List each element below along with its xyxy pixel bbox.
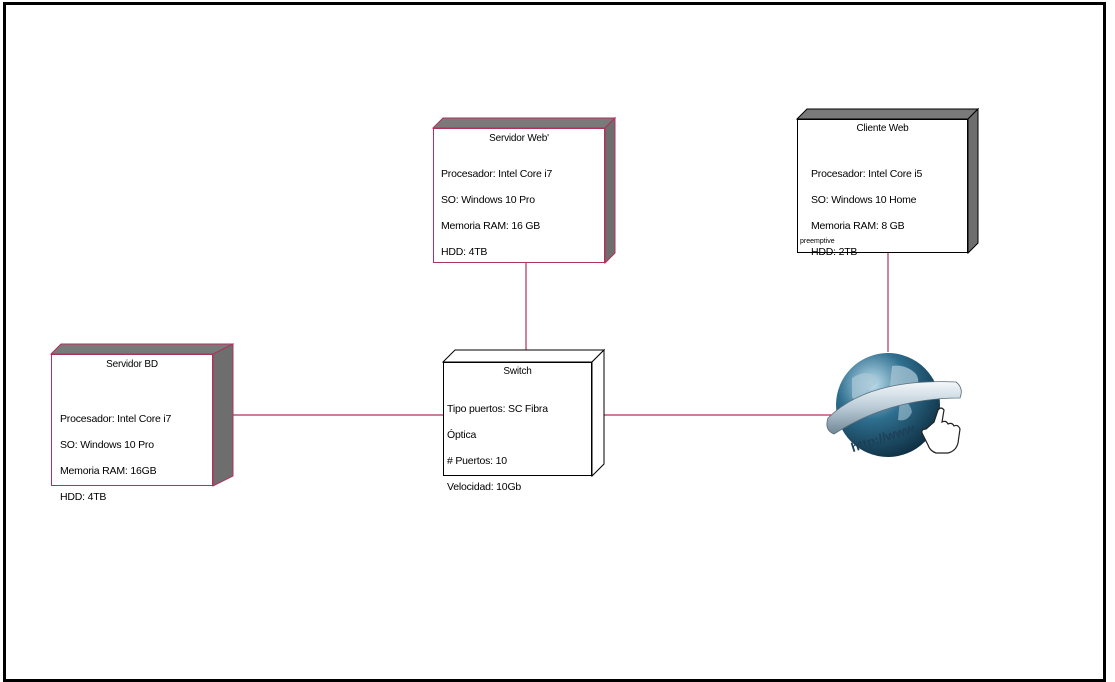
node-servidor-web: Servidor Web' Procesador: Intel Core i7 … (433, 128, 605, 263)
servidor-bd-top (49, 343, 235, 355)
spec-line: SO: Windows 10 Home (811, 194, 917, 206)
spec-line: # Puertos: 10 (447, 455, 507, 467)
node-face (443, 362, 592, 476)
cliente-web-side (967, 107, 979, 255)
node-cliente-web: Cliente Web Procesador: Intel Core i5 SO… (797, 119, 968, 258)
node-spec-list: Procesador: Intel Core i7 SO: Windows 10… (60, 400, 171, 517)
node-face (797, 119, 968, 253)
node-spec-list: Procesador: Intel Core i7 SO: Windows 10… (441, 155, 552, 272)
node-face (433, 128, 605, 263)
node-title: Cliente Web (856, 123, 909, 134)
spec-line: Memoria RAM: 8 GB (811, 220, 905, 232)
spec-line: Procesador: Intel Core i5 (811, 168, 923, 180)
node-spec-list: Procesador: Intel Core i5 SO: Windows 10… (811, 155, 922, 272)
node-title: Servidor Web' (489, 133, 549, 144)
spec-line: Velocidad: 10Gb (447, 481, 522, 493)
hand-cursor-icon (921, 407, 961, 454)
spec-line: SO: Windows 10 Pro (60, 439, 154, 451)
node-title: Switch (503, 366, 532, 377)
spec-line: Procesador: Intel Core i7 (60, 413, 172, 425)
cliente-web-top (795, 108, 980, 120)
spec-line: SO: Windows 10 Pro (441, 194, 535, 206)
spec-line: HDD: 4TB (60, 491, 107, 503)
node-spec-list: Tipo puertos: SC Fibra Óptica # Puertos:… (447, 390, 548, 507)
spec-line: HDD: 2TB (811, 246, 858, 258)
spec-line: Óptica (447, 429, 477, 441)
servidor-web-top (431, 117, 617, 129)
servidor-web-side (604, 116, 616, 265)
spec-line: HDD: 4TB (441, 246, 488, 258)
node-title: Servidor BD (106, 359, 158, 370)
node-servidor-bd: Servidor BD Procesador: Intel Core i7 SO… (51, 354, 213, 503)
spec-line: Procesador: Intel Core i7 (441, 168, 553, 180)
spec-line: Tipo puertos: SC Fibra (447, 403, 548, 415)
servidor-bd-side (212, 343, 234, 487)
switch-top (441, 349, 606, 363)
globe-http-icon: http://www. (826, 353, 962, 457)
spec-line: Memoria RAM: 16 GB (441, 220, 541, 232)
node-face (51, 354, 213, 486)
stereotype-tag: preemptive (800, 238, 835, 245)
spec-line: Memoria RAM: 16GB (60, 465, 157, 477)
switch-side (591, 348, 605, 478)
node-switch: Switch Tipo puertos: SC Fibra Óptica # P… (443, 362, 592, 493)
